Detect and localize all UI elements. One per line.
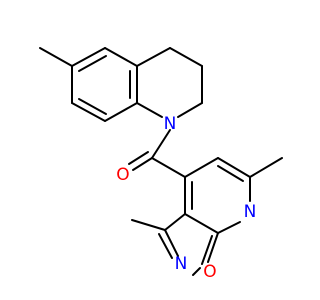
bond xyxy=(136,102,163,118)
bond xyxy=(164,229,179,257)
double-bond xyxy=(78,98,107,115)
double-bond xyxy=(158,233,173,259)
bond xyxy=(192,267,201,276)
amide-nitrogen-label: N xyxy=(164,114,177,134)
bond xyxy=(164,213,186,231)
molecule-drawing: N O N N O xyxy=(39,47,283,282)
bond xyxy=(177,102,203,118)
isoxazole-ring xyxy=(158,213,219,276)
amide-bond xyxy=(151,129,171,159)
bond xyxy=(136,47,171,67)
structure-diagram: N O N N O xyxy=(39,47,283,282)
methyl-bond xyxy=(131,219,166,231)
isoxazole-nitrogen-label: N xyxy=(175,254,188,274)
benzene-ring xyxy=(71,47,138,122)
bond xyxy=(169,47,203,67)
methyl-bond xyxy=(39,47,73,67)
bond xyxy=(184,157,219,178)
methyl-bond xyxy=(249,157,283,178)
pyridine-nitrogen-label: N xyxy=(244,202,257,222)
bond xyxy=(207,232,219,263)
carbonyl-bond xyxy=(132,157,153,171)
carbonyl-bond xyxy=(128,151,149,165)
bond xyxy=(104,47,138,67)
bond xyxy=(71,102,106,122)
isoxazole-oxygen-label: O xyxy=(203,262,216,282)
bond xyxy=(151,157,186,178)
double-bond xyxy=(78,55,107,72)
bond xyxy=(201,235,213,265)
bond xyxy=(104,102,138,122)
bond xyxy=(217,157,251,178)
pyridine-ring xyxy=(184,157,251,234)
saturated-ring xyxy=(136,47,203,118)
carbonyl-oxygen-label: O xyxy=(116,165,129,185)
double-bond xyxy=(217,165,244,182)
bond xyxy=(184,213,219,234)
bond xyxy=(71,47,106,67)
bond xyxy=(217,221,241,234)
